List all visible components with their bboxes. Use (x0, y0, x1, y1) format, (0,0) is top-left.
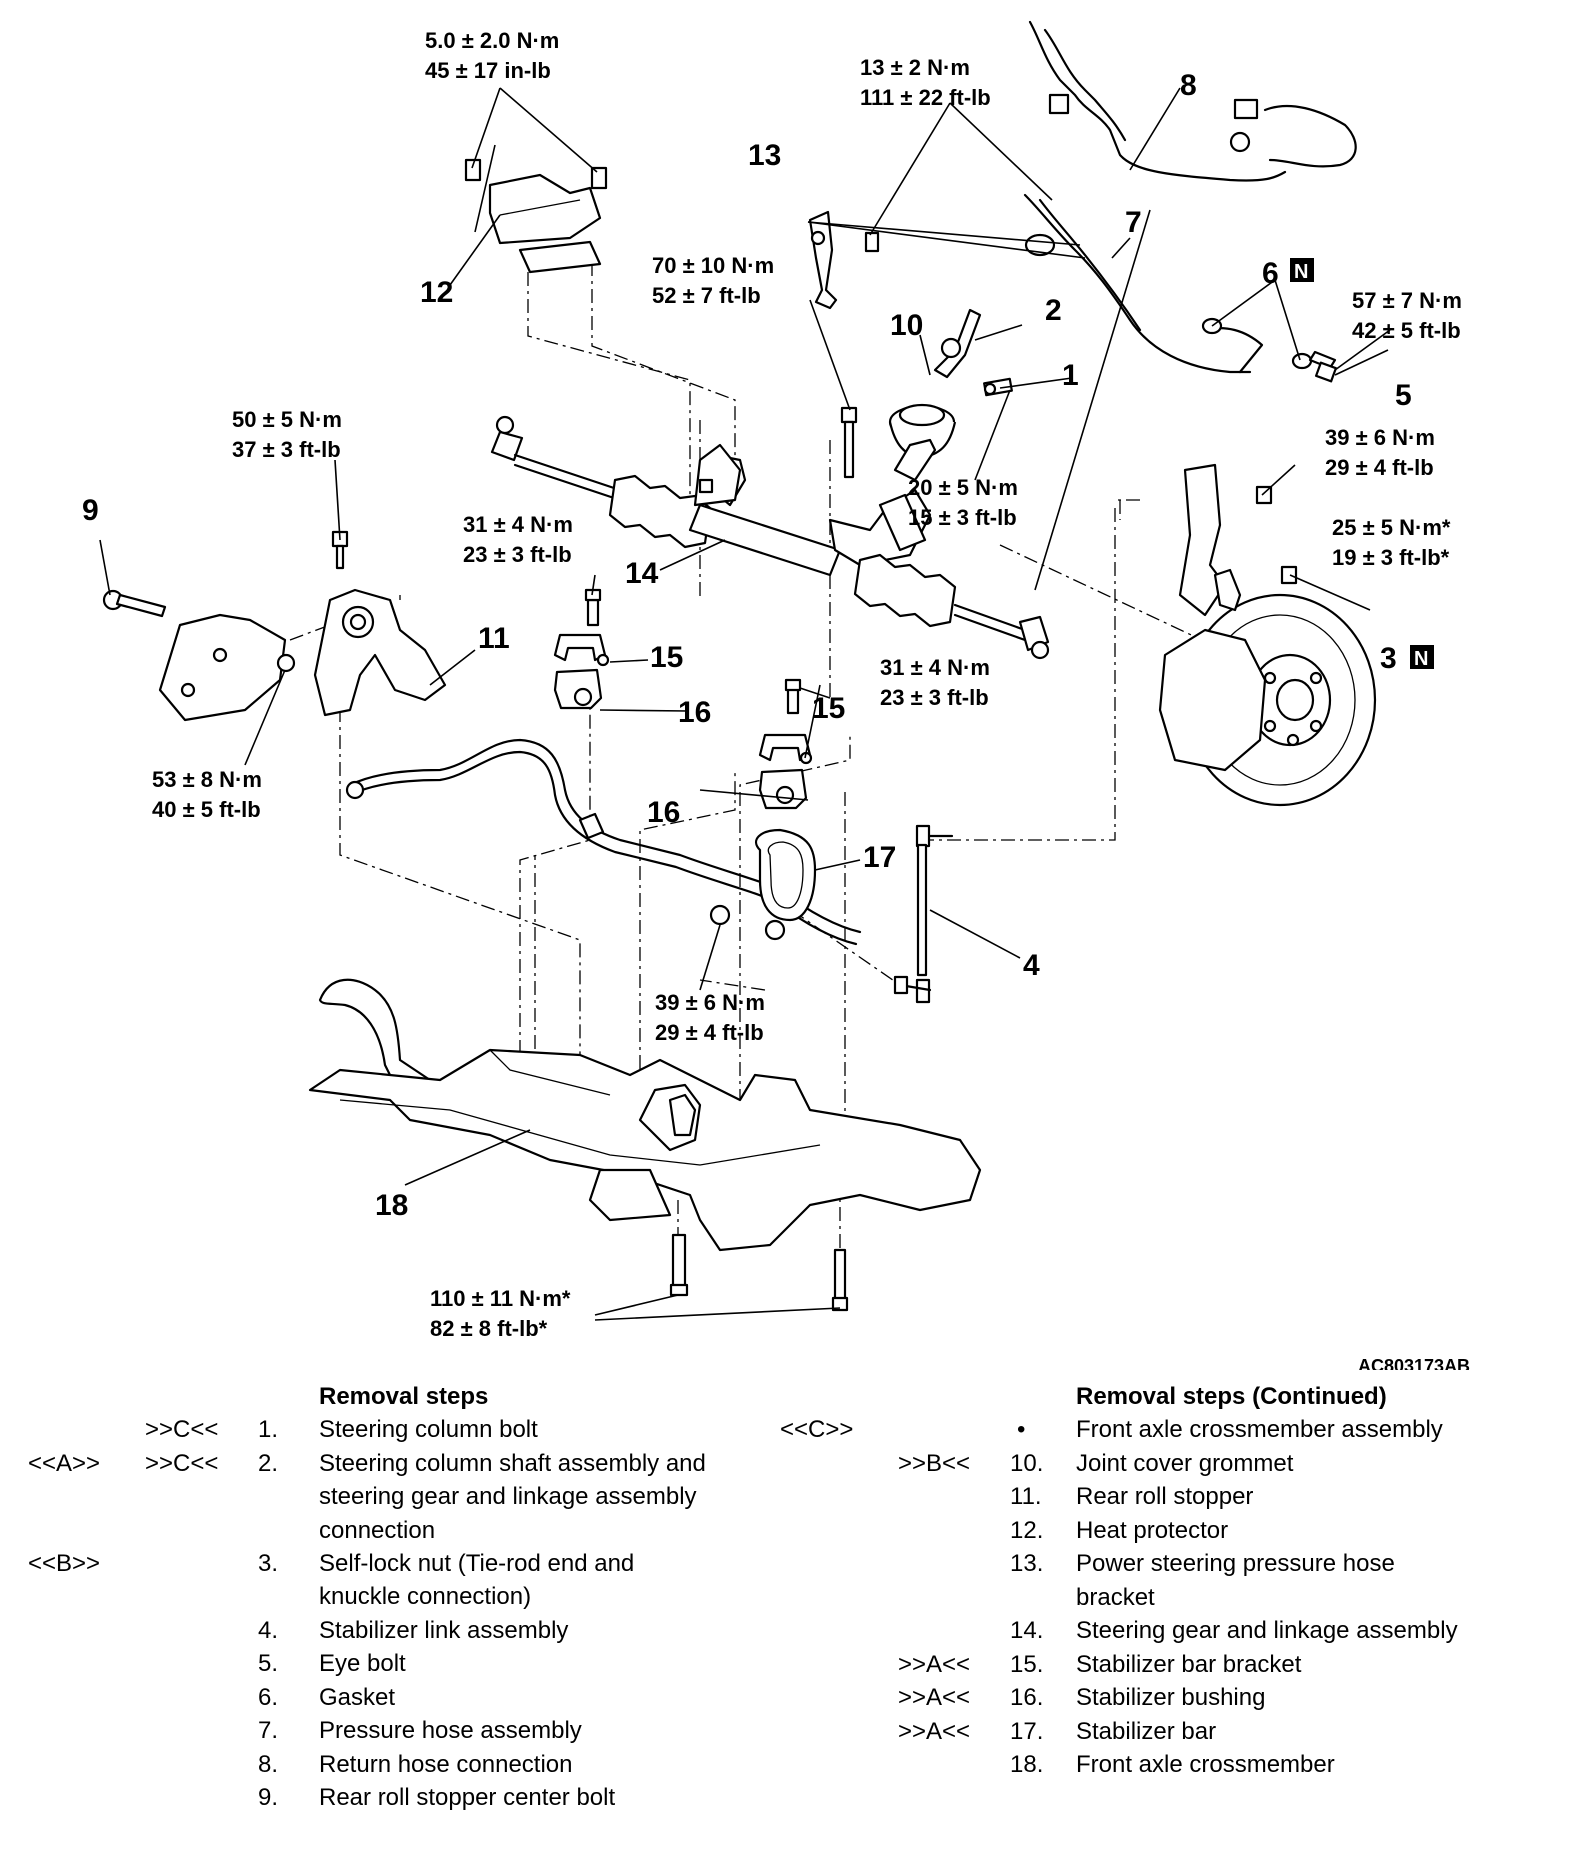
callout-15-right: 15 (812, 692, 845, 725)
torque-heat-protector-inlb: 45 ± 17 in-lb (425, 58, 551, 83)
list-item: >>A<< 15. Stabilizer bar bracket (898, 1650, 1302, 1678)
torque-center-nut-ftlb: 40 ± 5 ft-lb (152, 797, 261, 822)
leader-lines (99, 87, 1391, 1321)
callout-8: 8 (1180, 69, 1197, 102)
torque-left-bracket-ftlb: 23 ± 3 ft-lb (463, 542, 572, 567)
list-item: 7. Pressure hose assembly (258, 1717, 582, 1744)
pressure-hose (1023, 193, 1264, 374)
callout-7: 7 (1125, 206, 1142, 239)
knuckle-and-brake-disc (1158, 463, 1377, 807)
torque-heat-protector-nm: 5.0 ± 2.0 N·m (425, 28, 559, 53)
list-item: 9. Rear roll stopper center bolt (258, 1784, 616, 1811)
torque-roll-stopper-nm: 50 ± 5 N·m (232, 407, 342, 432)
list-item: 14. Steering gear and linkage assembly (1010, 1617, 1458, 1644)
callout-16-right: 16 (647, 796, 680, 829)
new-part-marker-6 (1290, 258, 1314, 282)
front-axle-crossmember (308, 978, 982, 1312)
torque-right-bracket-ftlb: 23 ± 3 ft-lb (880, 685, 989, 710)
return-hose (1028, 20, 1357, 182)
new-part-marker-3 (1410, 645, 1434, 669)
torque-eye-bolt-nm: 57 ± 7 N·m (1352, 288, 1462, 313)
torque-self-lock-nut-nm: 25 ± 5 N·m* (1332, 515, 1451, 540)
torque-hose-bracket-ftlb: 111 ± 22 ft-lb (860, 85, 991, 110)
callout-17: 17 (863, 841, 896, 874)
callout-15-left: 15 (650, 641, 683, 674)
stabilizer-bar (345, 738, 862, 946)
list-item: <<A>> >>C<< 2. Steering column shaft ass… (28, 1449, 706, 1544)
stabilizer-link (893, 824, 954, 1004)
roll-stopper-bracket (158, 613, 296, 722)
list-item: >>C<< 1. Steering column bolt (145, 1416, 538, 1443)
list-item: 4. Stabilizer link assembly (258, 1616, 569, 1644)
torque-eye-bolt-ftlb: 42 ± 5 ft-lb (1352, 318, 1461, 343)
torque-hose-bracket-nm: 13 ± 2 N·m (860, 55, 970, 80)
callout-2: 2 (1045, 294, 1062, 327)
torque-right-bracket-nm: 31 ± 4 N·m (880, 655, 990, 680)
heat-protector (464, 158, 608, 274)
callout-1: 1 (1062, 359, 1079, 392)
rear-roll-stopper (313, 530, 447, 717)
callouts: 1 2 3 4 5 6 7 8 9 10 11 12 13 14 15 15 1… (82, 69, 1434, 1222)
torque-link-upper-nm: 39 ± 6 N·m (1325, 425, 1435, 450)
removal-steps-continued-heading: Removal steps (Continued) (1076, 1383, 1387, 1410)
torque-column-bolt-nm: 20 ± 5 N·m (908, 475, 1018, 500)
svg-text:N: N (1294, 261, 1308, 283)
list-item: 8. Return hose connection (258, 1750, 573, 1778)
torque-labels: 5.0 ± 2.0 N·m 45 ± 17 in-lb 13 ± 2 N·m 1… (152, 28, 1470, 1370)
steering-gear-bolt (840, 406, 858, 479)
callout-12: 12 (420, 276, 453, 309)
list-item: 6. Gasket (258, 1683, 396, 1711)
callout-11: 11 (478, 622, 510, 655)
list-item: 11. Rear roll stopper (1010, 1483, 1254, 1510)
torque-link-upper-ftlb: 29 ± 4 ft-lb (1325, 455, 1434, 480)
list-item: <<B>> 3. Self-lock nut (Tie-rod end and … (28, 1549, 635, 1611)
torque-steering-gear-ftlb: 52 ± 7 ft-lb (652, 283, 761, 308)
torque-crossmember-ftlb: 82 ± 8 ft-lb* (430, 1316, 548, 1341)
callout-5: 5 (1395, 379, 1412, 412)
callout-9: 9 (82, 494, 99, 527)
callout-13: 13 (748, 139, 781, 172)
torque-self-lock-nut-ftlb: 19 ± 3 ft-lb* (1332, 545, 1450, 570)
callout-4: 4 (1023, 949, 1040, 982)
list-item: >>A<< 16. Stabilizer bushing (898, 1684, 1266, 1711)
exploded-view-diagram: 1 2 3 4 5 6 7 8 9 10 11 12 13 14 15 15 1… (82, 20, 1470, 1370)
torque-column-bolt-ftlb: 15 ± 3 ft-lb (908, 505, 1017, 530)
torque-roll-stopper-ftlb: 37 ± 3 ft-lb (232, 437, 341, 462)
list-item: 18. Front axle crossmember (1010, 1751, 1335, 1778)
callout-3: 3 (1380, 642, 1397, 675)
torque-link-lower-ftlb: 29 ± 4 ft-lb (655, 1020, 764, 1045)
list-item: 13. Power steering pressure hose bracket (1010, 1550, 1395, 1611)
steering-gear-assembly (490, 415, 1050, 660)
callout-10: 10 (890, 309, 923, 342)
svg-text:N: N (1414, 648, 1428, 670)
callout-14: 14 (625, 557, 659, 590)
rear-roll-stopper-center-bolt (102, 589, 167, 618)
torque-center-nut-nm: 53 ± 8 N·m (152, 767, 262, 792)
callout-6: 6 (1262, 257, 1279, 290)
torque-crossmember-nm: 110 ± 11 N·m* (430, 1286, 571, 1311)
torque-link-lower-nm: 39 ± 6 N·m (655, 990, 765, 1015)
torque-steering-gear-nm: 70 ± 10 N·m (652, 253, 774, 278)
list-item: >>A<< 17. Stabilizer bar (898, 1717, 1217, 1745)
figure-id: AC803173AB (1358, 1356, 1470, 1370)
list-item: >>B<< 10. Joint cover grommet (898, 1449, 1294, 1477)
list-item: 12. Heat protector (1010, 1516, 1229, 1544)
removal-steps-heading: Removal steps (319, 1383, 489, 1410)
list-item: 5. Eye bolt (258, 1650, 406, 1677)
list-item: <<C>> • Front axle crossmember assembly (780, 1416, 1443, 1443)
torque-left-bracket-nm: 31 ± 4 N·m (463, 512, 573, 537)
pressure-hose-bracket (808, 210, 880, 310)
callout-18: 18 (375, 1189, 408, 1222)
callout-16-left: 16 (678, 696, 711, 729)
joint-cover-grommet (888, 308, 1013, 460)
